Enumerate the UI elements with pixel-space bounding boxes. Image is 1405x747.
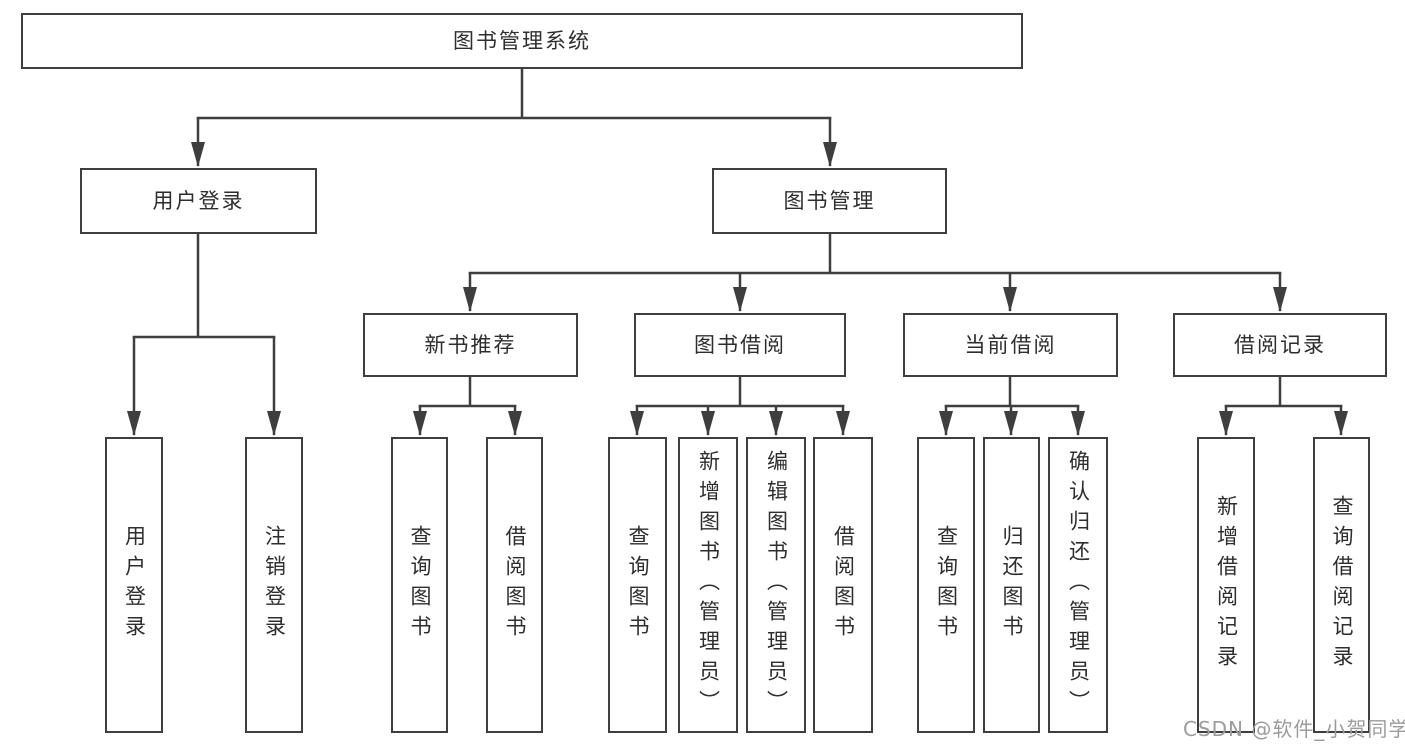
- leaf-borrow-books: 借阅图书: [813, 437, 873, 733]
- node-book-management: 图书管理: [712, 168, 947, 234]
- leaf-return-books: 归还图书: [983, 437, 1040, 733]
- leaf-query-books-borrow: 查询图书: [608, 437, 667, 733]
- node-book-borrow: 图书借阅: [634, 313, 846, 377]
- connector-borrow-record: [1219, 377, 1348, 436]
- leaf-query-borrow-record: 查询借阅记录: [1313, 437, 1370, 733]
- connector-book-management: [463, 234, 1287, 312]
- leaf-add-borrow-record: 新增借阅记录: [1197, 437, 1255, 733]
- connector-book-borrow: [630, 377, 850, 436]
- leaf-borrow-books-recommend: 借阅图书: [486, 437, 543, 733]
- leaf-add-books-admin: 新增图书（管理员）: [678, 437, 738, 733]
- connector-root: [191, 69, 837, 167]
- connector-current-borrow: [939, 377, 1085, 436]
- node-user-login: 用户登录: [80, 168, 317, 234]
- node-library-management-system: 图书管理系统: [21, 13, 1023, 69]
- csdn-watermark: CSDN @软件_小贺同学: [1183, 717, 1405, 741]
- leaf-confirm-return-admin: 确认归还（管理员）: [1048, 437, 1108, 733]
- connector-new-book: [413, 377, 522, 436]
- leaf-query-books-current: 查询图书: [917, 437, 975, 733]
- leaf-edit-books-admin: 编辑图书（管理员）: [746, 437, 806, 733]
- node-new-book-recommend: 新书推荐: [363, 313, 578, 377]
- leaf-user-login: 用户登录: [105, 437, 163, 733]
- node-borrow-record: 借阅记录: [1173, 313, 1387, 377]
- leaf-query-books-recommend: 查询图书: [391, 437, 448, 733]
- node-current-borrow: 当前借阅: [903, 313, 1118, 377]
- leaf-logout-login: 注销登录: [245, 437, 303, 733]
- connector-user-login: [127, 234, 281, 436]
